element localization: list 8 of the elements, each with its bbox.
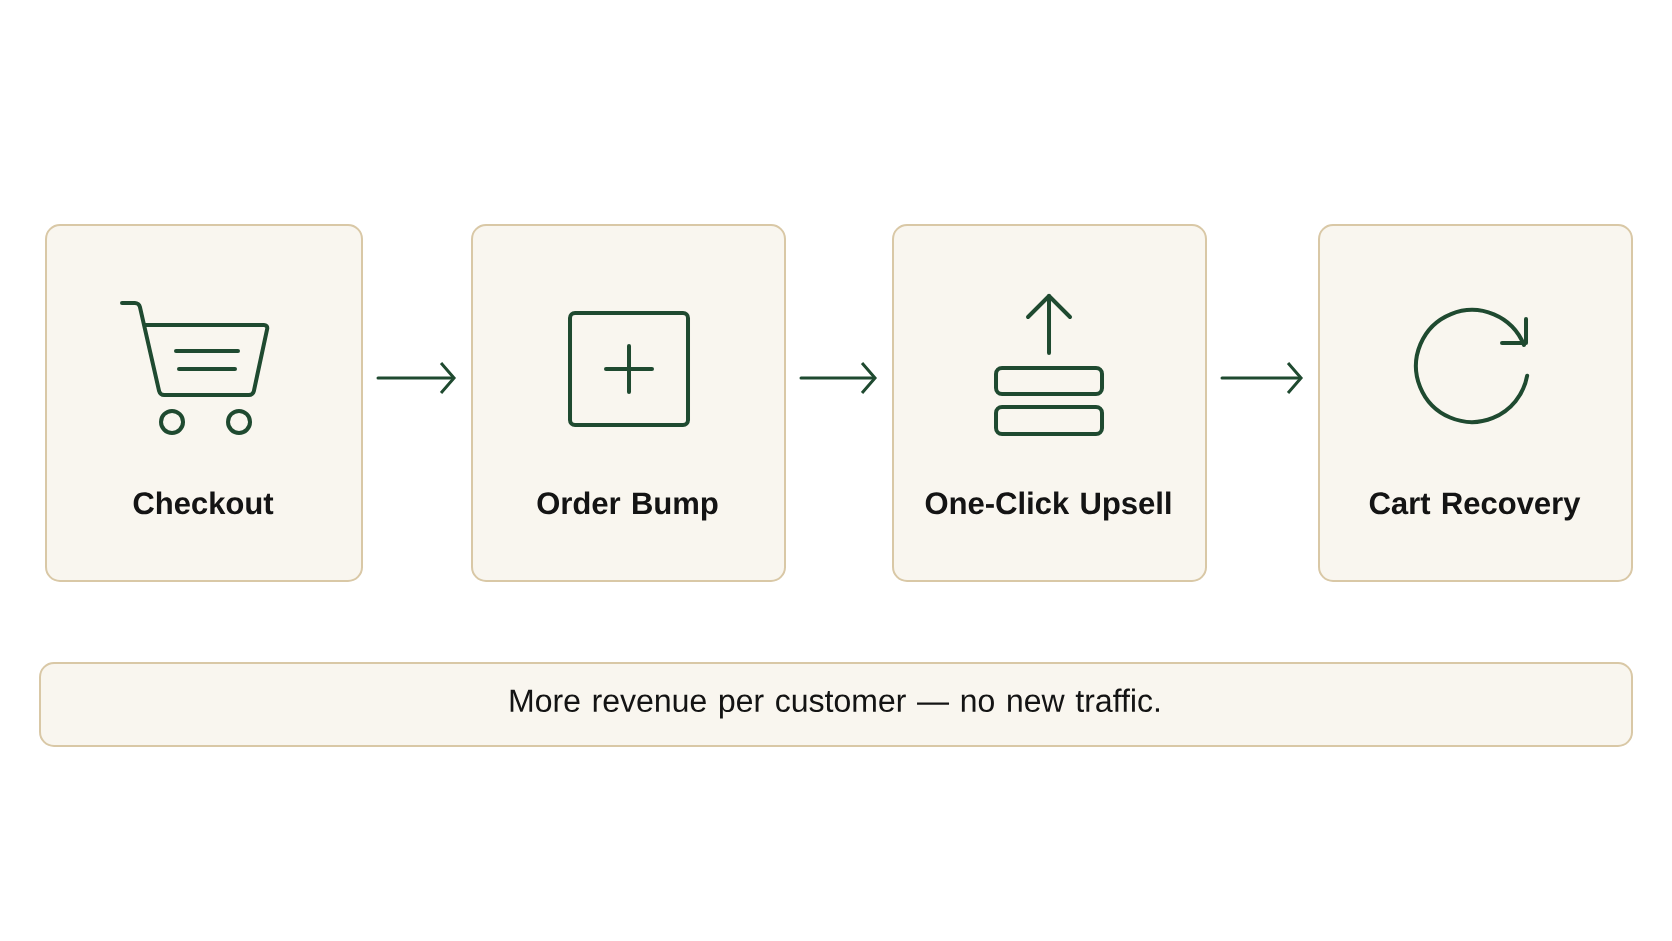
step-box: Cart Recovery	[1318, 224, 1633, 582]
summary-banner: More revenue per customer — no new traffic.	[39, 662, 1633, 747]
step-box: Checkout	[45, 224, 363, 582]
arrow	[376, 362, 456, 394]
step-box: One-Click Upsell	[892, 224, 1207, 582]
step-box: Order Bump	[471, 224, 786, 582]
arrow	[799, 362, 877, 394]
arrow	[1220, 362, 1303, 394]
